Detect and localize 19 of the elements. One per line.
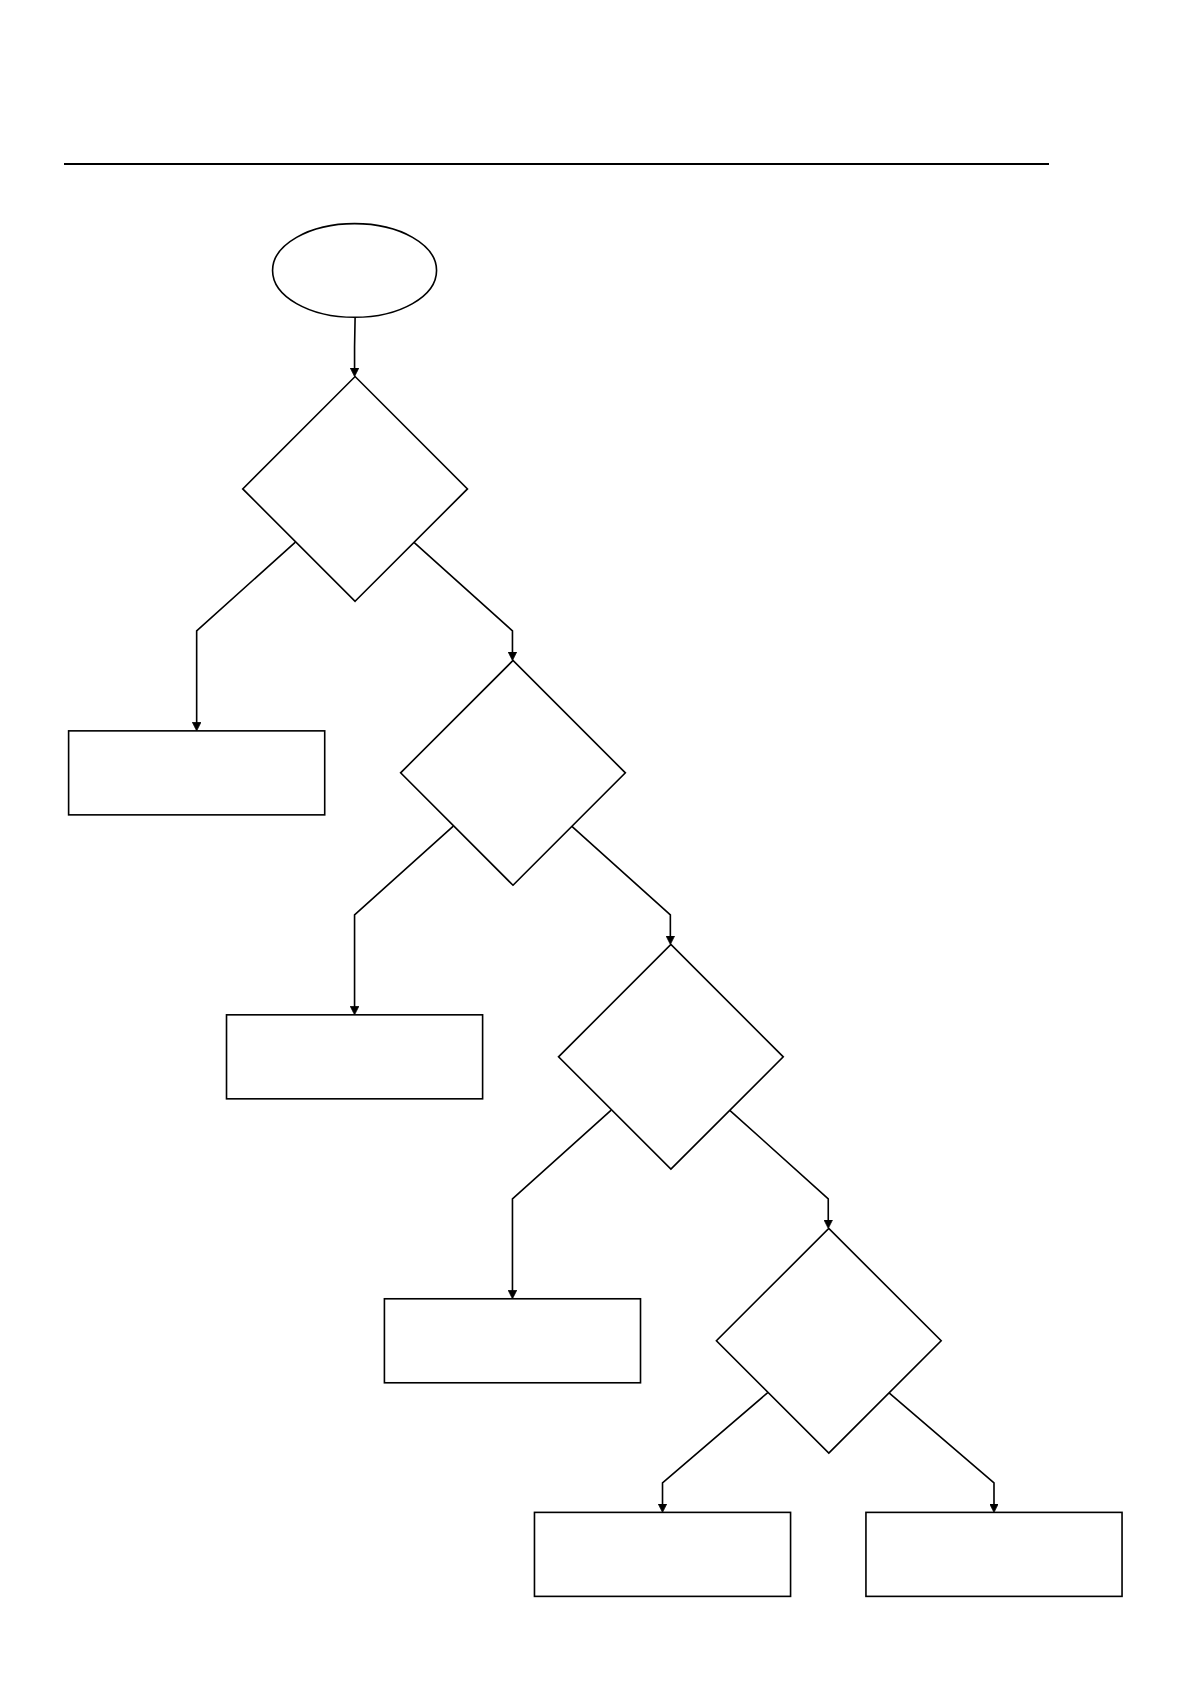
decision-diamond bbox=[241, 375, 469, 603]
process-box bbox=[383, 1298, 642, 1384]
decision-diamond bbox=[399, 659, 627, 887]
arrow bbox=[413, 541, 518, 661]
decision-diamond bbox=[715, 1227, 943, 1455]
arrow bbox=[192, 541, 297, 732]
arrow bbox=[728, 1109, 834, 1229]
arrow bbox=[350, 825, 455, 1016]
arrow bbox=[571, 825, 676, 945]
decision-diamond bbox=[557, 943, 785, 1171]
terminal-ellipse bbox=[271, 222, 438, 319]
arrow bbox=[888, 1391, 999, 1513]
arrow bbox=[507, 1109, 613, 1300]
arrow bbox=[657, 1391, 769, 1513]
process-box bbox=[225, 1014, 484, 1100]
arrow bbox=[350, 317, 360, 377]
process-box bbox=[865, 1511, 1123, 1598]
process-box bbox=[68, 730, 326, 816]
process-box bbox=[533, 1511, 792, 1598]
